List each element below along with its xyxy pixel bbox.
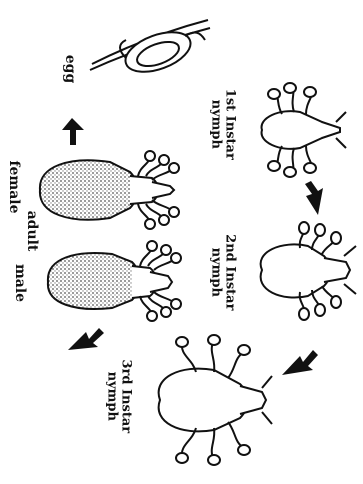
male-label: male (13, 257, 27, 309)
nymph1-illustration (262, 83, 346, 177)
arrow-nymph2-to-nymph3 (282, 350, 318, 375)
arrow-egg-to-nymph1 (62, 118, 84, 145)
nymph3-label-line1: 3rd Instar (118, 354, 132, 438)
nymph3-illustration (159, 335, 272, 465)
female-label: female (7, 157, 21, 217)
nymph2-label-line1: 2nd Instar (222, 230, 236, 314)
nymph2-label: 2nd Instar nymph (208, 230, 237, 314)
arrow-nymph1-to-nymph2 (305, 181, 323, 215)
nymph3-label-line2: nymph (104, 354, 118, 438)
egg-label: egg (63, 49, 77, 89)
nymph1-label: 1st Instar nymph (208, 84, 237, 164)
nymph1-label-line2: nymph (208, 84, 222, 164)
egg-on-hair (90, 20, 210, 80)
nymph2-label-line2: nymph (208, 230, 222, 314)
adult-label: adult (25, 205, 39, 257)
adult-male-illustration (48, 241, 181, 321)
nymph1-label-line1: 1st Instar (222, 84, 236, 164)
arrow-adult-to-egg (68, 328, 104, 350)
nymph3-label: 3rd Instar nymph (104, 354, 133, 438)
nymph2-illustration (261, 222, 356, 320)
adult-female-illustration (40, 151, 179, 229)
